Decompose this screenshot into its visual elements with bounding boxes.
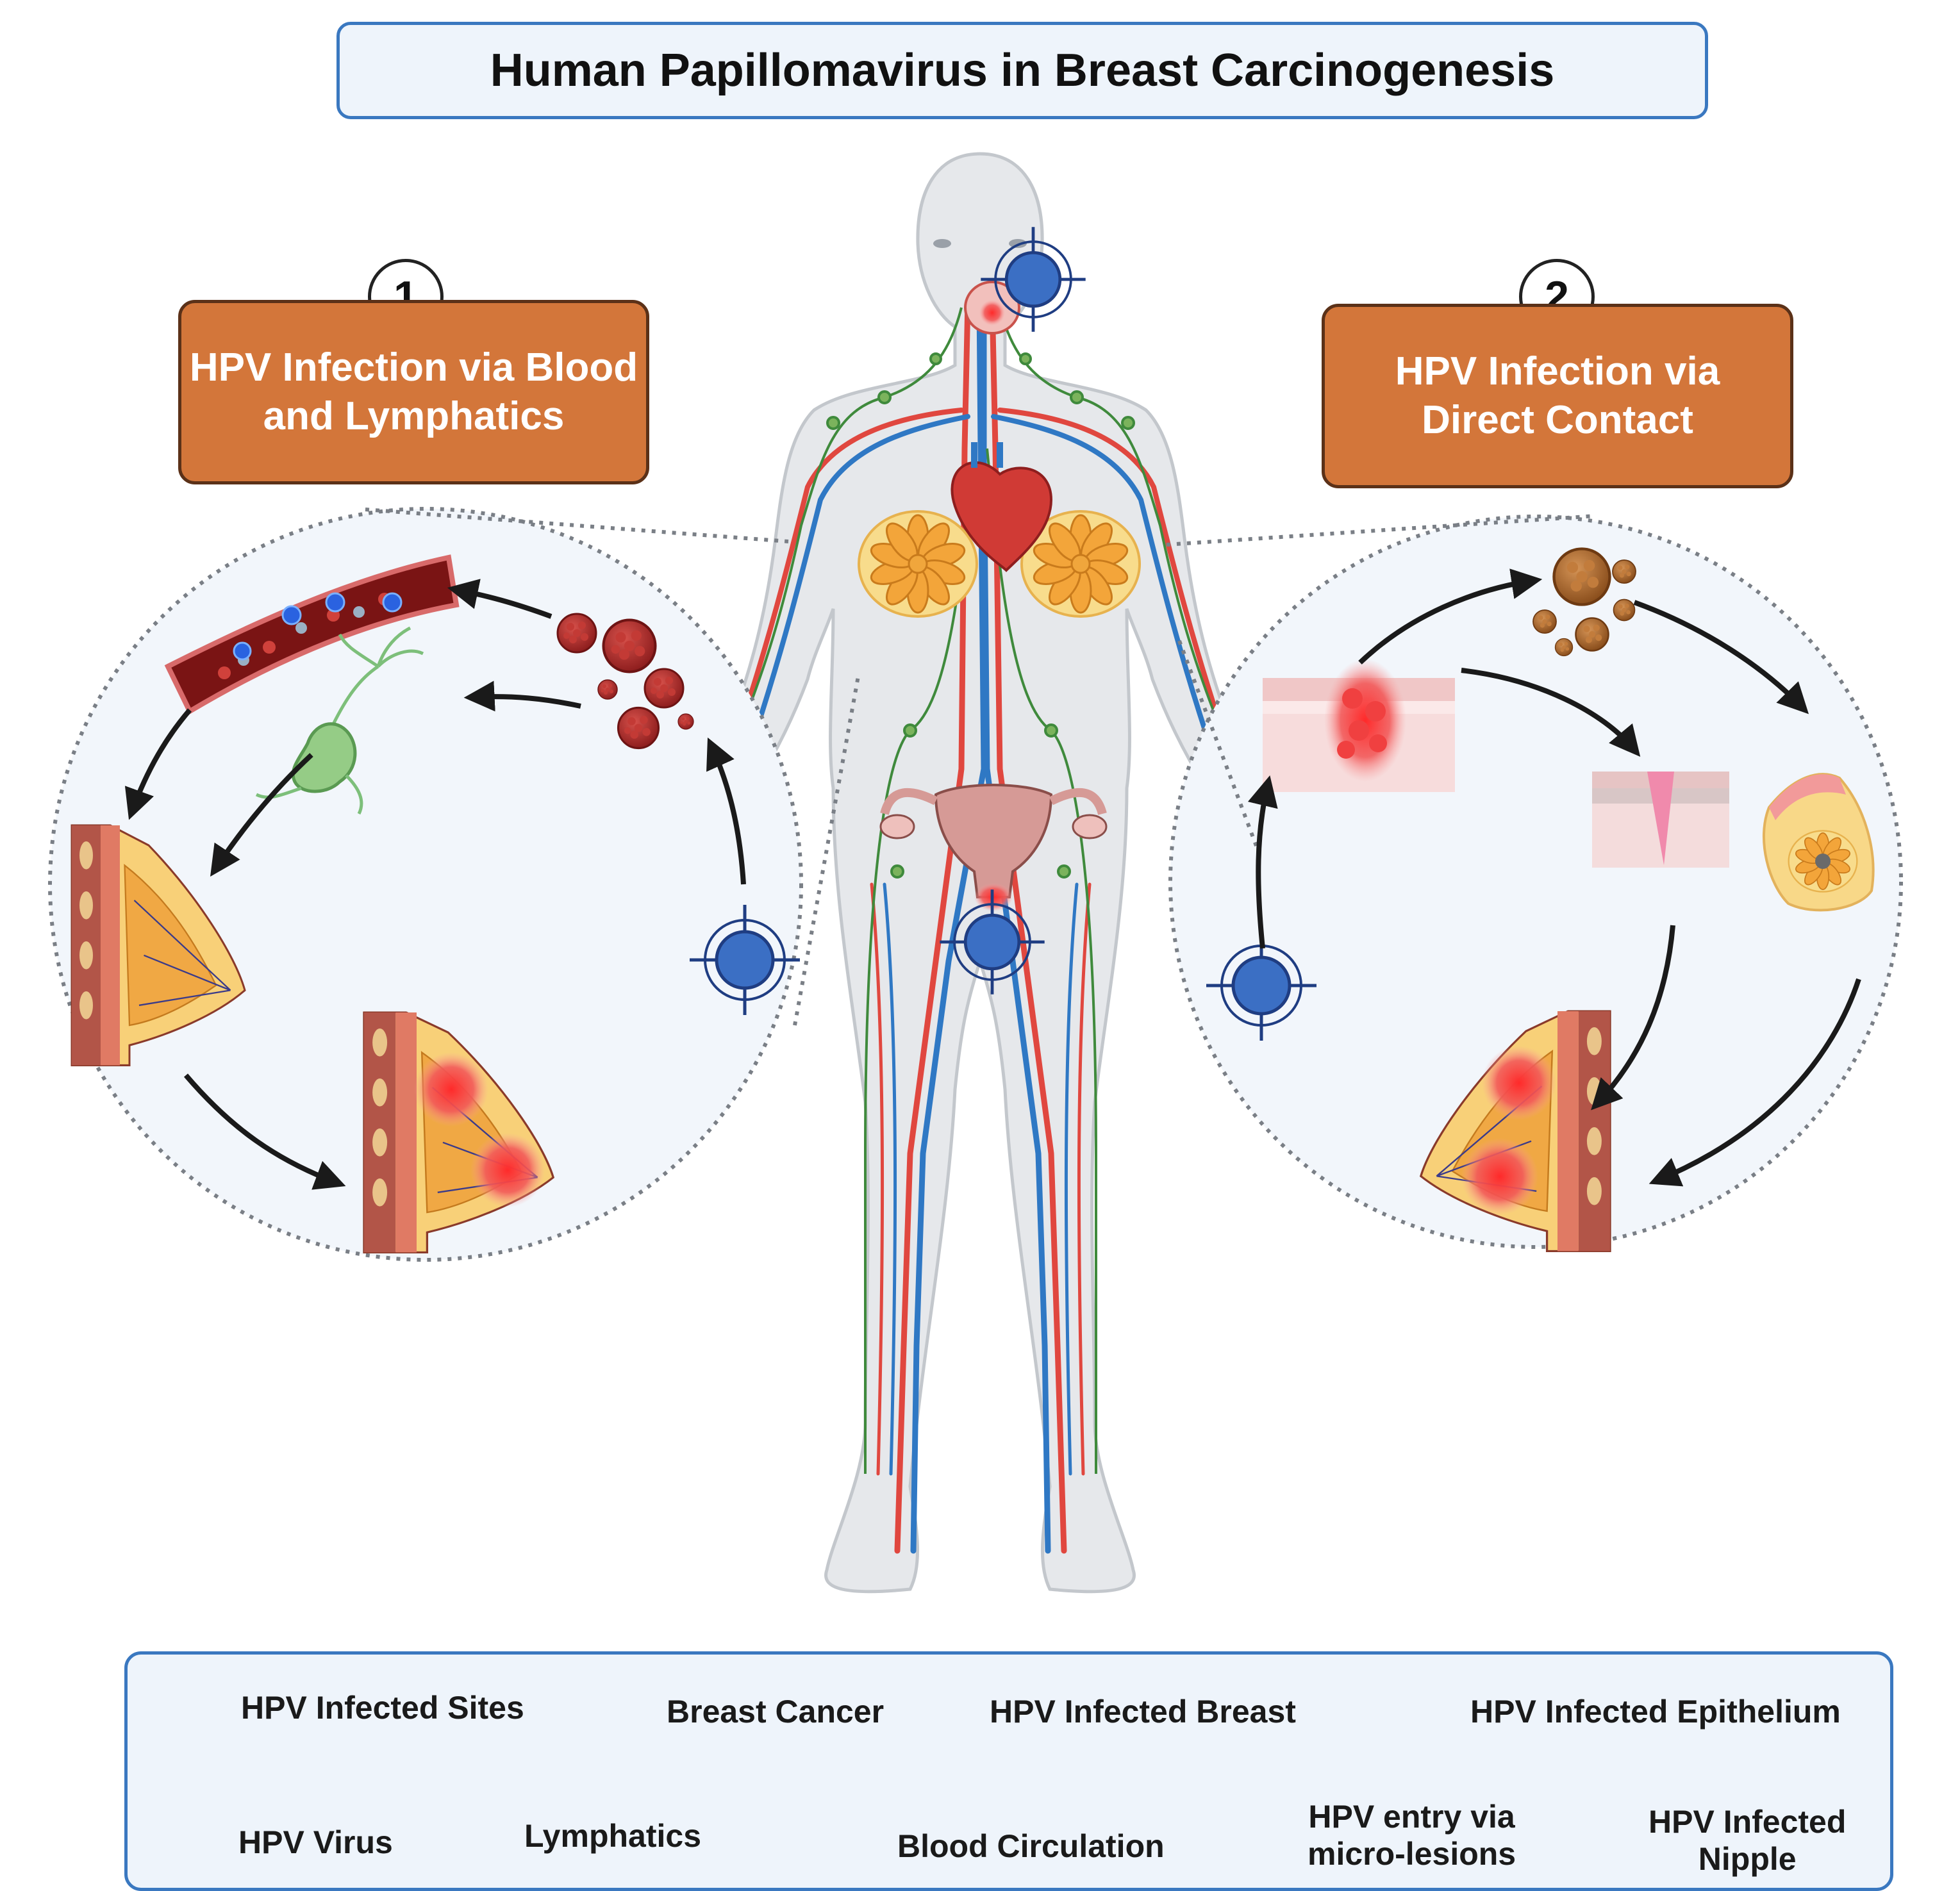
pathway-2-arrows [1247,568,1861,1187]
pathway-1-label-line1: HPV Infection via Blood [189,345,638,390]
diagram-title-box: Human Papillomavirus in Breast Carcinoge… [336,22,1708,119]
pathway-1-arrows [124,579,746,1190]
micro-lesion-icon [1592,772,1729,868]
heart-icon [951,442,1053,572]
pathway-1-label-line2: and Lymphatics [263,394,565,438]
uterus-icon [879,784,1108,911]
legend-panel [124,1651,1893,1891]
legend-label-micro-lesions-line2: micro-lesions [1308,1836,1516,1872]
legend-label-micro-lesions: HPV entry via micro-lesions [1308,1798,1516,1872]
legend-label-blood-circulation: Blood Circulation [897,1828,1165,1864]
breast-cancer-icon-right [1420,1010,1611,1253]
legend-label-lymphatics: Lymphatics [524,1818,702,1854]
pathway-1-panel [48,507,861,1262]
infected-epithelium-icon [1263,659,1455,792]
body-breast-left [859,511,977,616]
diagram-title: Human Papillomavirus in Breast Carcinoge… [490,45,1555,96]
pathway-2-label-line2: Direct Contact [1422,398,1693,442]
pathway-2-label-line1: HPV Infection via [1395,349,1720,393]
legend-label-infected-nipple-line2: Nipple [1698,1841,1797,1877]
pathway-1-label-box: HPV Infection via Blood and Lymphatics [178,300,649,484]
breast-cancer-icon [363,1011,554,1254]
pathway-2-panel [1166,514,1903,1253]
legend-label-breast-cancer: Breast Cancer [667,1694,884,1730]
pathway-2-label-box: HPV Infection via Direct Contact [1322,304,1793,488]
legend-label-infected-sites: HPV Infected Sites [241,1690,524,1726]
legend-label-infected-breast: HPV Infected Breast [990,1694,1296,1730]
legend-label-infected-nipple-line1: HPV Infected [1649,1804,1847,1840]
legend-label-infected-epithelium: HPV Infected Epithelium [1470,1694,1841,1730]
legend-label-hpv-virus: HPV Virus [238,1824,393,1860]
infected-nipple-icon [1762,773,1875,912]
legend-label-micro-lesions-line1: HPV entry via [1308,1799,1515,1835]
legend-label-infected-nipple: HPV Infected Nipple [1649,1803,1846,1878]
oral-infection-icon [964,281,1020,334]
